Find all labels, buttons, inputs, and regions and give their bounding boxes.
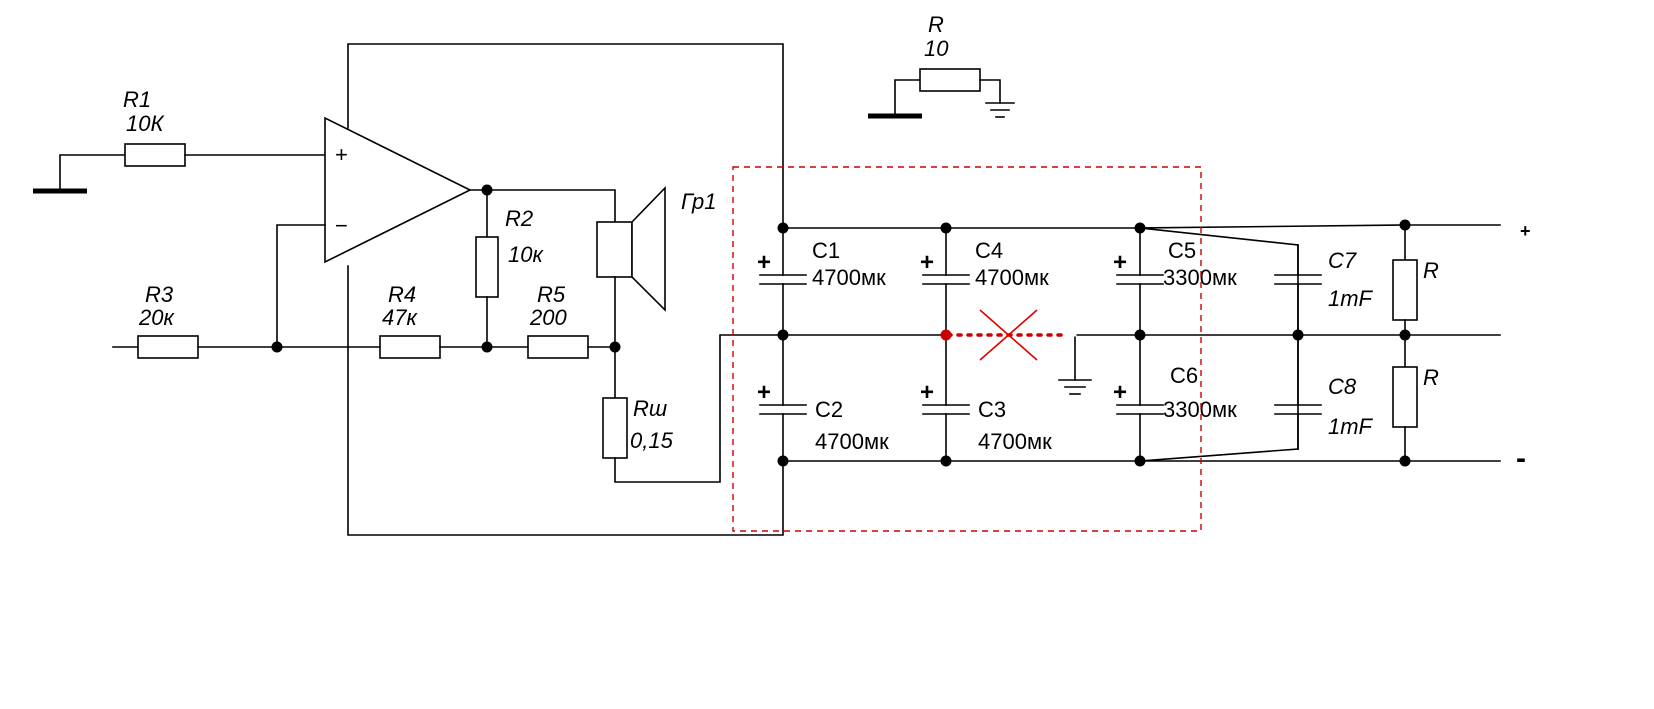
capacitor-c4: + C4 4700мк xyxy=(920,227,1049,336)
r2-resistor xyxy=(475,236,499,298)
r-top-resistor xyxy=(919,68,981,92)
capacitor-c8: C8 1mF xyxy=(1274,334,1374,450)
rsh-name: Rш xyxy=(633,396,667,421)
opamp-minus-label: − xyxy=(335,213,348,238)
c1-value: 4700мк xyxy=(812,265,886,290)
r1-value: 10К xyxy=(126,111,164,136)
r2-name: R2 xyxy=(505,206,533,231)
supply-rails: + - xyxy=(782,221,1531,475)
divider-r2-label: R xyxy=(1423,365,1439,390)
r5-resistor xyxy=(527,335,589,359)
c6-polarity: + xyxy=(1113,379,1127,406)
r2-value: 10к xyxy=(508,242,544,267)
c4-name: C4 xyxy=(975,238,1003,263)
highlight-box xyxy=(732,166,1202,532)
rail-plus-label: + xyxy=(1520,221,1531,241)
c2-polarity: + xyxy=(757,379,771,406)
c8-name: C8 xyxy=(1328,374,1357,399)
r3-resistor xyxy=(137,335,199,359)
capacitor-c1: + C1 4700мк xyxy=(757,227,886,336)
r-top-name: R xyxy=(928,12,944,37)
r-top-value: 10 xyxy=(924,36,949,61)
feedback-frame xyxy=(347,43,784,536)
r4-name: R4 xyxy=(388,282,416,307)
c8-value: 1mF xyxy=(1328,414,1374,439)
opamp-plus-label: + xyxy=(335,142,348,167)
c1-polarity: + xyxy=(757,249,771,276)
rsh-resistor xyxy=(602,397,628,459)
c5-name: C5 xyxy=(1168,238,1196,263)
capacitor-c6: + C6 3300мк xyxy=(1113,334,1237,462)
junction-nodes xyxy=(271,184,1411,467)
divider-resistor-bottom xyxy=(1392,366,1418,428)
rail-divider: R R xyxy=(1392,224,1439,462)
c6-value: 3300мк xyxy=(1163,397,1237,422)
speaker-cone xyxy=(631,186,666,312)
c2-name: C2 xyxy=(815,397,843,422)
r1-name: R1 xyxy=(123,87,151,112)
c6-name: C6 xyxy=(1170,363,1198,388)
c3-polarity: + xyxy=(920,379,934,406)
r5-value: 200 xyxy=(529,305,567,330)
r-top-branch: R 10 xyxy=(868,12,1015,119)
c5-polarity: + xyxy=(1113,249,1127,276)
capacitor-c7: C7 1mF xyxy=(1274,244,1374,336)
divider-r1-label: R xyxy=(1423,258,1439,283)
r5-name: R5 xyxy=(537,282,566,307)
rail-minus-label: - xyxy=(1516,442,1526,475)
c4-value: 4700мк xyxy=(975,265,1049,290)
speaker-coil xyxy=(596,221,633,278)
capacitor-c3: + C3 4700мк xyxy=(920,334,1052,462)
r3-value: 20к xyxy=(138,305,175,330)
input-row: R3 20к R4 47к R5 200 Rш 0,15 xyxy=(112,224,1501,483)
c4-polarity: + xyxy=(920,249,934,276)
output-stage: R2 10к Гр1 xyxy=(469,186,716,348)
r1-branch: R1 10К xyxy=(33,87,326,194)
mid-ground xyxy=(1058,334,1092,395)
speaker-label: Гр1 xyxy=(681,189,716,214)
capacitor-c5: + C5 3300мк xyxy=(1113,227,1237,336)
r4-value: 47к xyxy=(382,305,418,330)
rsh-value: 0,15 xyxy=(630,428,674,453)
c2-value: 4700мк xyxy=(815,429,889,454)
op-amp: + − xyxy=(324,116,472,264)
capacitor-c2: + C2 4700мк xyxy=(757,334,889,462)
divider-resistor-top xyxy=(1392,259,1418,321)
c5-value: 3300мк xyxy=(1163,265,1237,290)
highlight-overlay xyxy=(732,166,1202,532)
c3-name: C3 xyxy=(978,397,1006,422)
c1-name: C1 xyxy=(812,238,840,263)
c7-value: 1mF xyxy=(1328,286,1374,311)
r1-resistor xyxy=(124,143,186,167)
c3-value: 4700мк xyxy=(978,429,1052,454)
r4-resistor xyxy=(379,335,441,359)
r3-name: R3 xyxy=(145,282,174,307)
c7-name: C7 xyxy=(1328,248,1357,273)
